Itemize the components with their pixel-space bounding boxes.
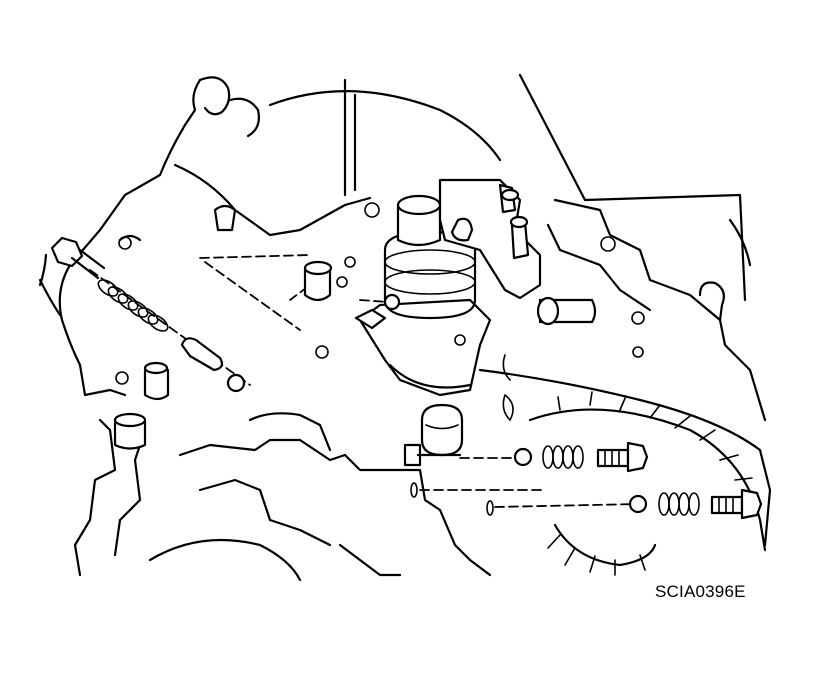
right-bolt-lower: [628, 488, 763, 520]
right-bolt-upper: [513, 441, 649, 473]
coil-spring-left: [97, 279, 169, 332]
ring-gear: [528, 391, 767, 576]
case-outline-lower: [73, 412, 492, 582]
locating-pins: [113, 202, 380, 450]
case-outline-right: [478, 198, 772, 547]
figure-code-label: SCIA0396E: [655, 582, 746, 601]
detent-holes: [403, 443, 494, 516]
coil-spring-upper: [542, 445, 584, 469]
shift-lever: [438, 178, 597, 326]
left-bolt-assembly: [50, 236, 246, 393]
oil-seal-plug: [420, 354, 514, 457]
case-flange-ring: [268, 73, 747, 302]
case-outline-left: [38, 76, 372, 397]
coil-spring-lower: [658, 492, 700, 516]
shift-housing: [354, 194, 492, 397]
